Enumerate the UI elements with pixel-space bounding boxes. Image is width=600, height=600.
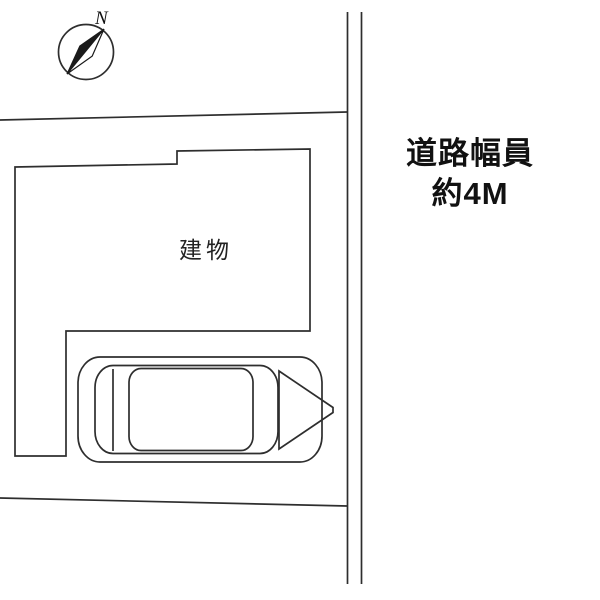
car-hood xyxy=(278,369,334,451)
building-footprint xyxy=(14,148,311,457)
compass-icon xyxy=(57,23,115,81)
car-top-view-icon xyxy=(77,356,334,463)
north-label: N xyxy=(95,8,108,29)
car-body xyxy=(77,356,323,463)
boundary-line-top xyxy=(0,111,348,121)
car-roof xyxy=(128,367,254,452)
boundary-line-bottom xyxy=(0,497,348,507)
compass-circle xyxy=(57,23,115,81)
road-width-label: 道路幅員 約4M xyxy=(386,134,554,215)
compass-needle-light-half xyxy=(66,28,105,75)
road-width-label-line1: 道路幅員 xyxy=(406,136,534,171)
road-width-label-line2: 約4M xyxy=(431,176,509,212)
building-label: 建物 xyxy=(179,237,233,263)
car-cabin xyxy=(94,364,279,455)
